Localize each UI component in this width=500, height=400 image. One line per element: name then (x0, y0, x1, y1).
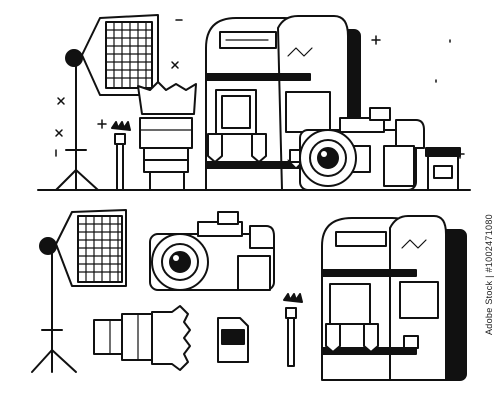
camera-lens (137, 81, 197, 191)
camera-lens-small (93, 305, 191, 371)
lens-brush-small (283, 293, 303, 367)
lower-items (31, 209, 467, 381)
backpack-small (321, 215, 467, 381)
upper-scene (37, 14, 471, 191)
stock-id-watermark: Adobe Stock | #1002471080 (484, 214, 494, 336)
lens-cap-jar (425, 147, 461, 191)
dslr-camera-small (149, 211, 275, 291)
dslr-camera (299, 107, 425, 191)
sd-card (217, 317, 249, 363)
lens-brush (111, 121, 131, 191)
softbox-light-small (31, 209, 127, 373)
softbox-light (55, 14, 159, 191)
